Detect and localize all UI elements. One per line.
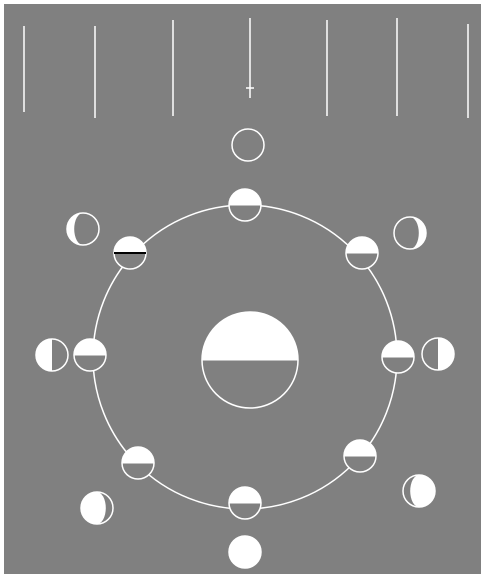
moon-orbit-top-right <box>346 237 378 269</box>
moon-orbit-bottom-right <box>344 440 376 472</box>
phase-waning-crescent <box>67 213 99 245</box>
moon-orbit-bottom-left <box>122 447 154 479</box>
phase-new-moon-disc <box>232 129 264 161</box>
moon-orbit-bottom <box>229 487 261 519</box>
moon-orbit-top-left <box>114 237 146 269</box>
phase-waning-gibbous <box>81 492 113 524</box>
phase-waxing-crescent <box>394 217 426 249</box>
moon-orbit-top <box>229 189 261 221</box>
phase-first-quarter <box>422 338 454 370</box>
phase-full-moon <box>229 536 261 568</box>
phase-last-quarter <box>36 339 68 371</box>
phase-full-moon-disc <box>229 536 261 568</box>
moon-orbit-right <box>382 341 414 373</box>
moon-orbit-left <box>74 339 106 371</box>
earth-body <box>202 312 298 408</box>
phase-waxing-gibbous <box>403 475 435 507</box>
phase-new-moon <box>232 129 264 161</box>
earth <box>202 312 298 408</box>
